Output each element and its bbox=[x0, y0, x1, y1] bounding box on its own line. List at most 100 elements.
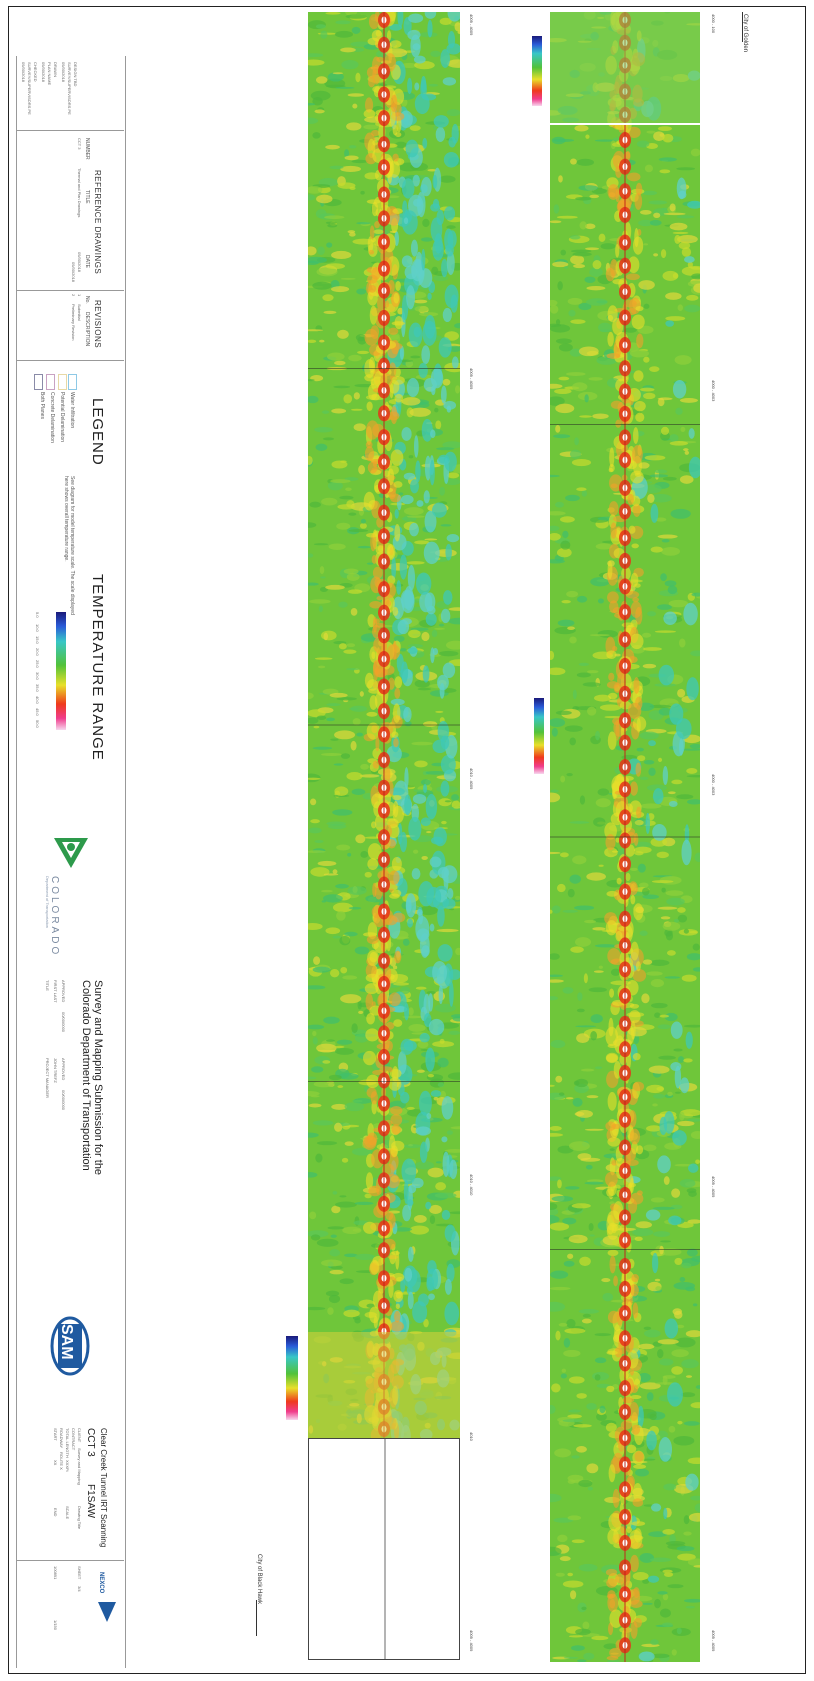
colorbar-small bbox=[532, 36, 542, 106]
scale-label: 35.0 bbox=[35, 684, 40, 692]
thermal-strip-left bbox=[308, 12, 460, 1438]
code-label: F1SAW bbox=[85, 1484, 96, 1519]
scale-label: 10.0 bbox=[35, 624, 40, 632]
approved-by-label: APPROVED bbox=[61, 1058, 66, 1081]
scale-label: 25.0 bbox=[35, 660, 40, 668]
temperature-range-title: TEMPERATURE RANGE bbox=[89, 574, 106, 761]
station-label: 4000 - 4003 bbox=[711, 380, 716, 402]
legend-item-label: Potential Delamination bbox=[59, 392, 65, 443]
divider bbox=[16, 130, 124, 131]
scale-label: 45.0 bbox=[35, 708, 40, 716]
project-line: Clear Creek Tunnel IRT Scanning bbox=[99, 1428, 108, 1548]
revisions-title: REVISIONS bbox=[93, 300, 102, 349]
station-label: 4009 - 4009 bbox=[469, 14, 474, 36]
rev-row1-desc: Submittal bbox=[77, 304, 82, 321]
designer-line: SURVEY/SUPERVISORS PE bbox=[27, 62, 32, 115]
ref-row-title: Thermal and Plan Drawings bbox=[77, 168, 82, 218]
client-value: Survey and Mapping bbox=[77, 1448, 82, 1485]
submission-line1: Survey and Mapping Submission for the bbox=[92, 980, 104, 1176]
divider bbox=[16, 360, 124, 361]
cdot-logo-sub: Department of Transportation bbox=[45, 876, 50, 929]
total-length-value: XXXFt bbox=[65, 1460, 70, 1472]
station-label: 4010 - 4009 bbox=[469, 768, 474, 790]
strip-left-blank bbox=[308, 1438, 460, 1660]
designer-line: CHECKED bbox=[33, 62, 38, 82]
station-label: 4009 - 4009 bbox=[469, 1630, 474, 1652]
approved-label: APPROVED bbox=[61, 980, 66, 1003]
designer-line: SURVEY/SUPERVISORS PE bbox=[67, 62, 72, 115]
rev-row2-desc: Preliminary Revision bbox=[71, 304, 76, 341]
rev-col-desc: DESCRIPTION bbox=[84, 312, 90, 347]
colorbar-small bbox=[286, 1336, 298, 1420]
start-label: START bbox=[53, 1428, 58, 1441]
ref-col-date: DATE bbox=[84, 255, 90, 268]
scale-label: 30.0 bbox=[35, 672, 40, 680]
cdot-logo-icon bbox=[54, 838, 88, 868]
designer-line: 09/30/2018 bbox=[21, 62, 26, 83]
approved-by-value: 00/00/0000 bbox=[61, 1090, 66, 1111]
ref-row-number: CCT 3 bbox=[77, 138, 82, 150]
contract-label: CONTRACT bbox=[71, 1428, 76, 1451]
client-label: CLIENT bbox=[77, 1428, 82, 1443]
station-label: 4009 - 4009 bbox=[469, 368, 474, 390]
legend-title: LEGEND bbox=[89, 398, 106, 466]
drawing-label: Drawing Title bbox=[77, 1506, 82, 1530]
designer-line: 09/30/2018 bbox=[61, 62, 66, 83]
sheet-value: 3/4 bbox=[77, 1586, 82, 1592]
ref-row-date: 09/30/2018 bbox=[77, 252, 82, 273]
number-value: 1/150 bbox=[53, 1620, 58, 1631]
sam-logo-text: SAM bbox=[58, 1324, 75, 1360]
total-length-label: TOTAL LENGTH bbox=[65, 1428, 70, 1458]
station-label: 4010 bbox=[469, 1432, 474, 1441]
rev-row1-no: 1 bbox=[77, 294, 82, 297]
scale-label: 50.0 bbox=[35, 720, 40, 728]
city-blackhawk-label: City of Black Hawk bbox=[256, 1554, 262, 1605]
north-arrow-icon bbox=[742, 12, 743, 42]
thermal-strip-right bbox=[550, 12, 700, 1662]
legend-note: See diagram for model temperature scale.… bbox=[63, 476, 75, 615]
station-label: 4009 - 4009 bbox=[711, 1630, 716, 1652]
station-label: 4009 - 4009 bbox=[711, 1176, 716, 1198]
scale-label: 15.0 bbox=[35, 636, 40, 644]
legend-item-label: Concrete Delamination bbox=[49, 392, 55, 443]
south-arrow-icon bbox=[256, 1600, 257, 1636]
station-label: 4010 - 4010 bbox=[469, 1174, 474, 1196]
start-value: XX bbox=[53, 1460, 58, 1466]
end-label: END bbox=[53, 1508, 58, 1517]
submission-line2: Colorado Department of Transportation bbox=[80, 980, 92, 1171]
divider bbox=[16, 1560, 124, 1561]
roadway-value: ROUTE X bbox=[59, 1452, 64, 1470]
colorbar-small bbox=[534, 698, 544, 774]
sam-logo-icon bbox=[48, 1316, 92, 1376]
title-value: PROJECT MANAGER bbox=[45, 1058, 50, 1098]
sheet-label: SHEET bbox=[77, 1566, 82, 1580]
rev-col-no: No. bbox=[84, 296, 90, 304]
scale-label: 5.0 bbox=[35, 612, 40, 618]
roadway-label: ROADWAY bbox=[59, 1428, 64, 1449]
rev-row2-no: 2 bbox=[71, 294, 76, 297]
nexco-logo-text: NEXCO bbox=[98, 1572, 104, 1594]
designer-line: PLAN NAME bbox=[47, 62, 52, 86]
scale-label: 40.0 bbox=[35, 696, 40, 704]
legend-swatch-potential bbox=[58, 374, 67, 390]
number-top: 100891 bbox=[53, 1566, 58, 1580]
cdot-logo-text: COLORADO bbox=[49, 876, 60, 958]
title-label: TITLE bbox=[45, 980, 50, 991]
title-block bbox=[16, 56, 126, 1668]
ref-col-title: TITLE bbox=[84, 190, 90, 204]
temperature-colorbar bbox=[56, 612, 66, 730]
first-last-value: JOHN TREFZ bbox=[53, 1058, 58, 1083]
approved-value: 00/00/0000 bbox=[61, 1012, 66, 1033]
legend-item-label: Water Infiltration bbox=[69, 392, 75, 429]
rev-row2-date: 09/30/2018 bbox=[71, 262, 76, 283]
station-label: 4000 - 100 bbox=[711, 14, 716, 34]
designer-line: DRAWN bbox=[53, 62, 58, 77]
legend-item-label: Both Planes bbox=[39, 392, 45, 419]
ref-col-number: NUMBER bbox=[84, 138, 90, 160]
first-last-label: FIRST LAST bbox=[53, 980, 58, 1003]
designer-line: 09/30/2018 bbox=[41, 62, 46, 83]
legend-swatch-concrete bbox=[46, 374, 55, 390]
drawing-sheet bbox=[8, 6, 806, 1674]
cct-label: CCT 3 bbox=[85, 1428, 96, 1457]
divider bbox=[16, 290, 124, 291]
